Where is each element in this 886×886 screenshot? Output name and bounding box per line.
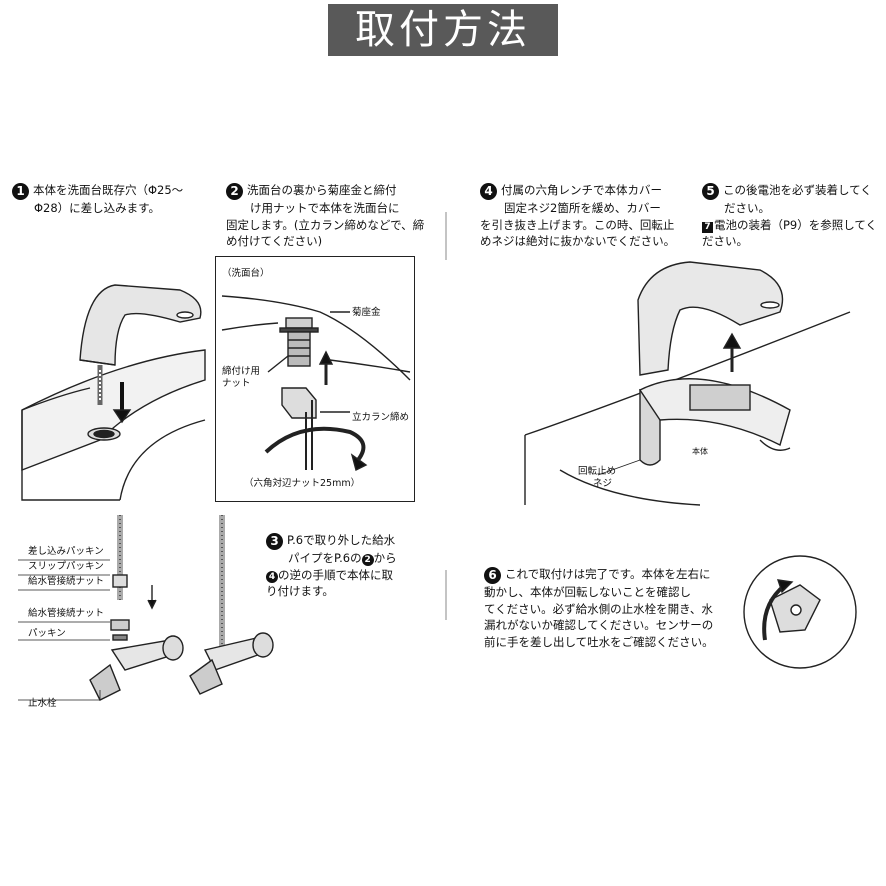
label-hexnut: （六角対辺ナット25mm） [244,478,361,489]
label-nut-2: ナット [222,378,251,389]
label-packing: パッキン [28,628,66,639]
label-rotstop: 回転止め [578,466,617,477]
step-1-illustration [21,284,206,501]
step-2-illustration-frame [215,256,415,502]
step-7-ref-badge: 7 [702,221,713,233]
step-4-illustration [524,261,851,506]
label-wrench: 立カラン締め [352,412,410,423]
step-2-illustration [221,295,411,472]
label-stop-valve: 止水栓 [28,698,57,709]
label-rotstop-2: ネジ [593,478,613,489]
label-slip-packing: スリップパッキン [28,561,104,572]
label-basin: （洗面台） [222,268,270,279]
step-1-number: 1 [12,183,29,200]
label-nut: 締付け用 [222,366,261,377]
step-6-number: 6 [484,567,501,584]
step-3-number: 3 [266,533,283,550]
label-packing-insert: 差し込みパッキン [28,546,104,557]
step-3-illustration [18,515,274,701]
page-title: 取付方法 [328,4,558,56]
step-2-number: 2 [226,183,243,200]
label-washer: 菊座金 [352,307,381,318]
step-5-number: 5 [702,183,719,200]
step-4-number: 4 [480,183,497,200]
step-6-illustration [743,555,857,669]
label-supply-nut-2: 給水管接続ナット [28,608,105,619]
label-body: 本体 [692,447,708,456]
label-supply-nut-1: 給水管接続ナット [28,576,105,587]
